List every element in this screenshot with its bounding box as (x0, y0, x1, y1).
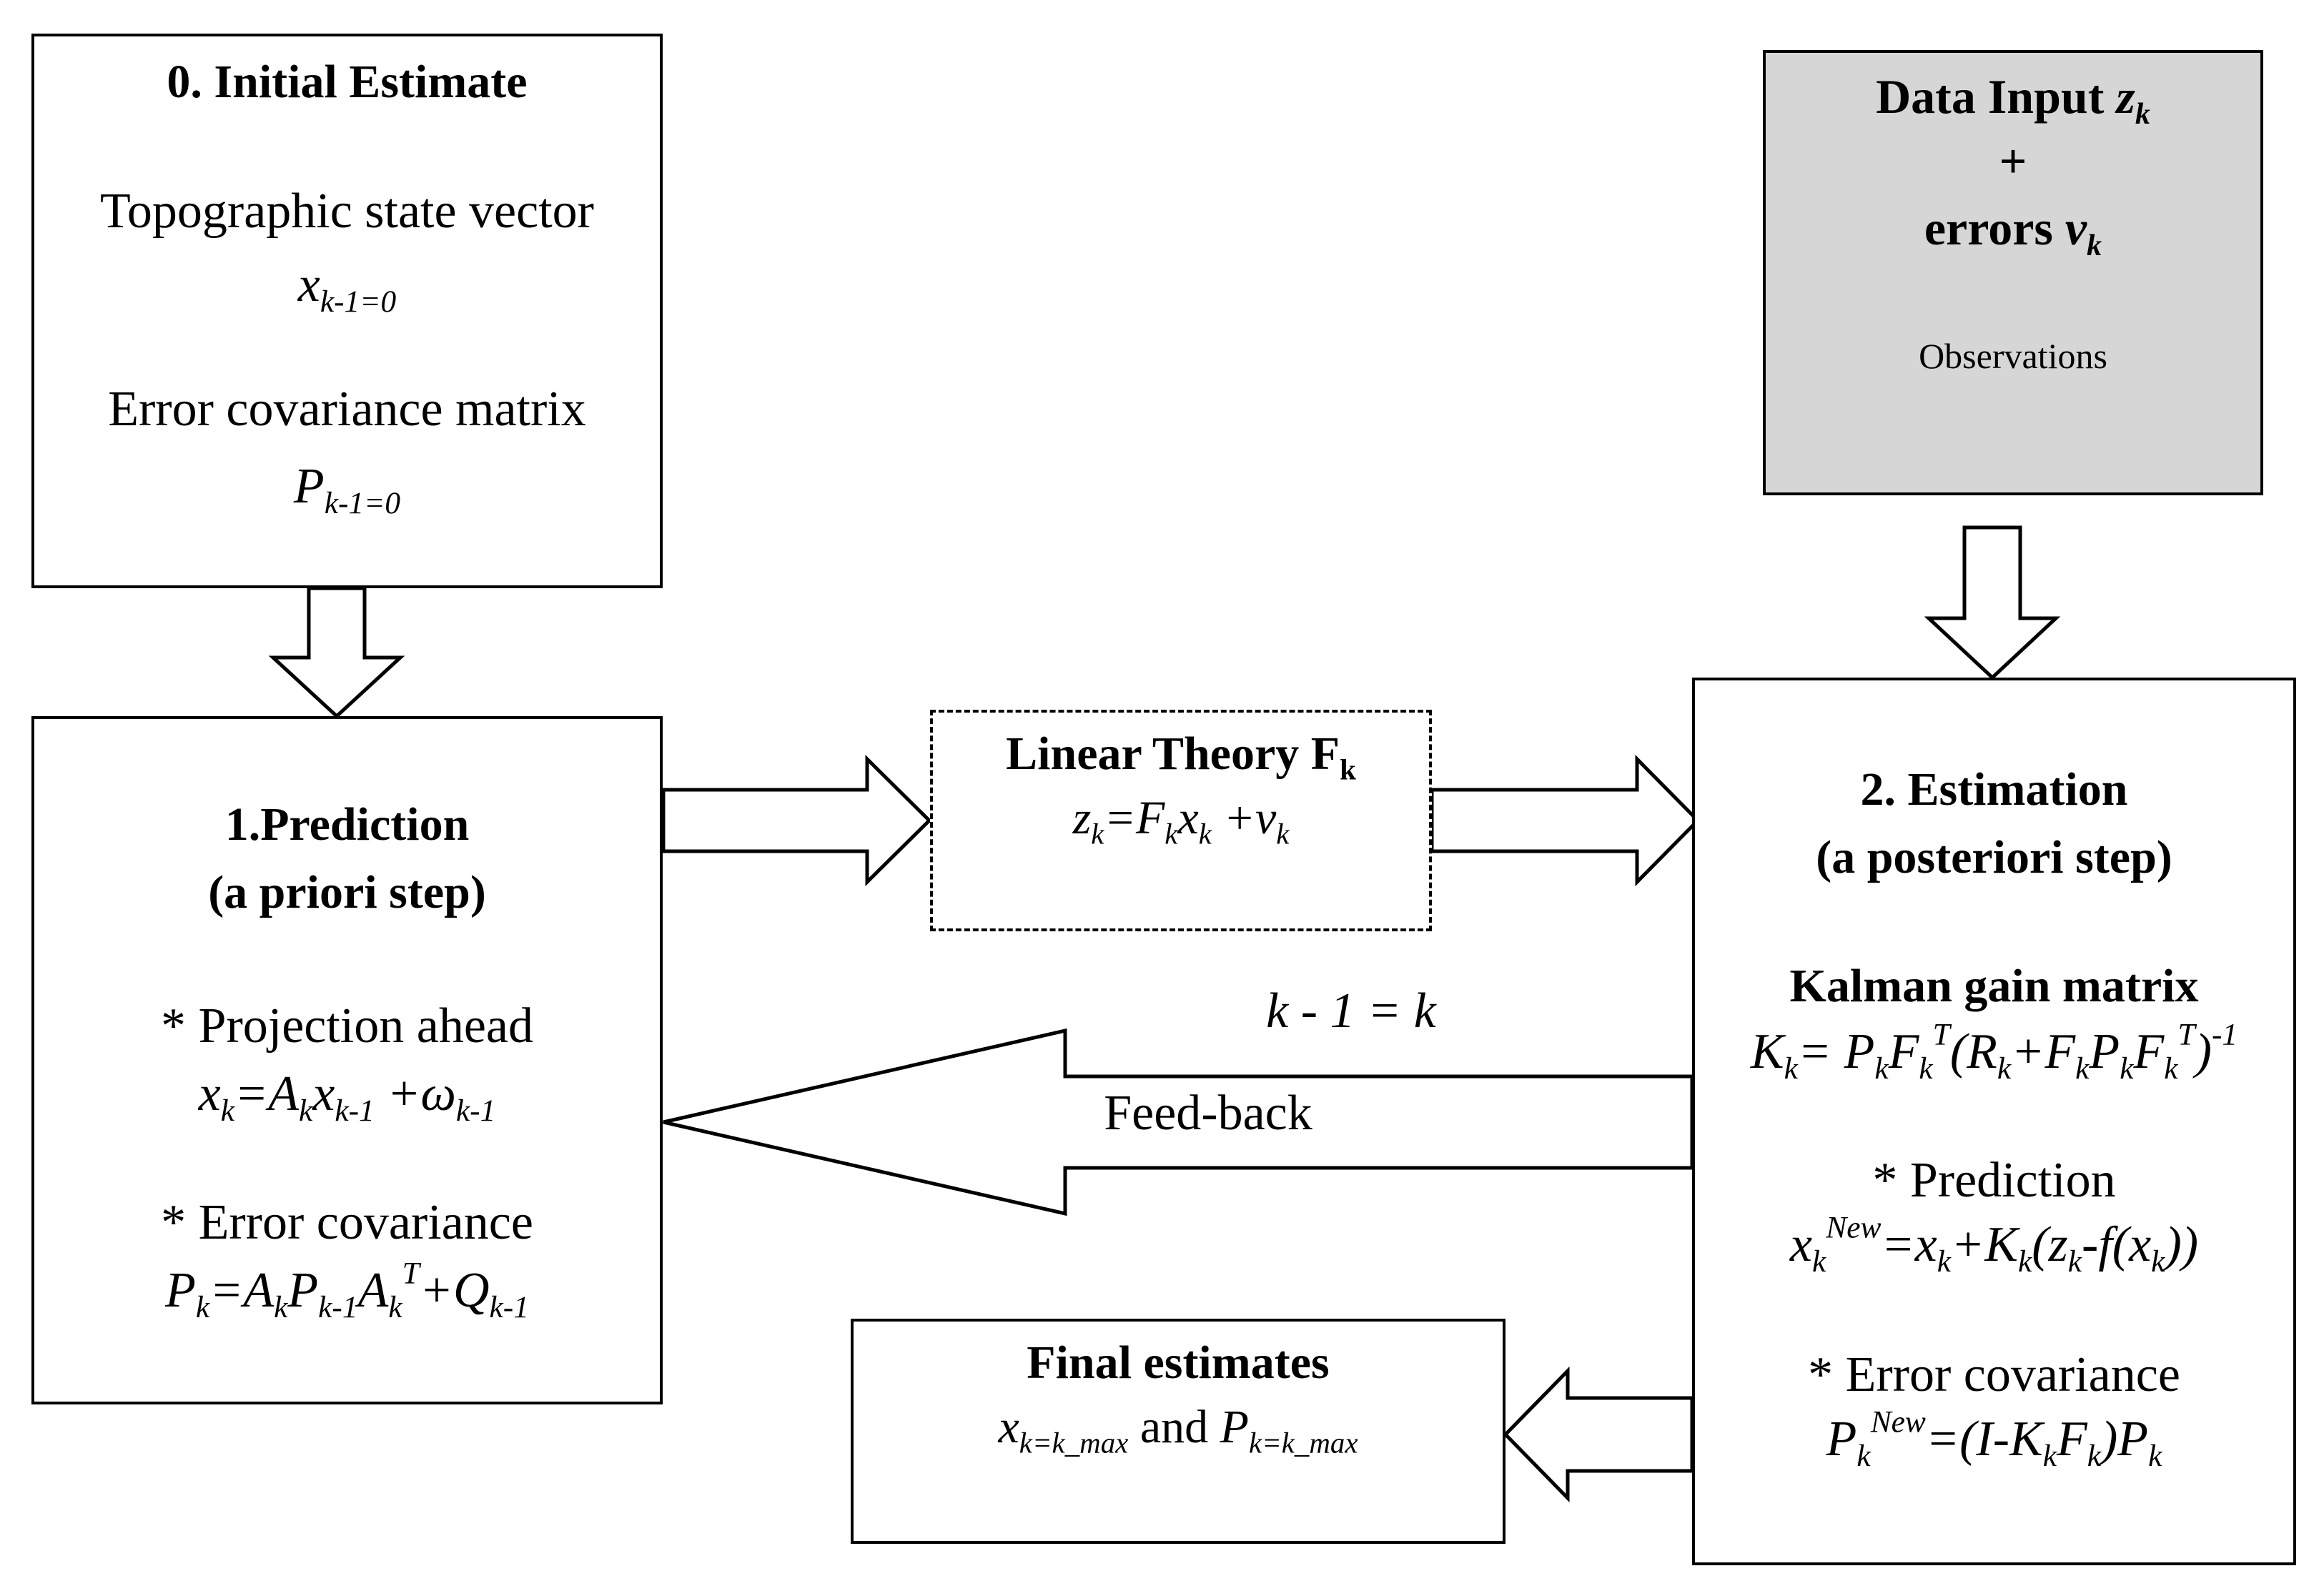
posterior-covariance-label: * Error covariance (1808, 1347, 2180, 1402)
observations-caption: Observations (1919, 336, 2107, 376)
feedback-label: Feed-back (1104, 1086, 1312, 1141)
state-vector-symbol: xk-1=0 (297, 257, 397, 319)
final-estimates-title: Final estimates (1027, 1337, 1330, 1389)
covariance-matrix-symbol: Pk-1=0 (293, 459, 401, 521)
errors-label: errors νk (1924, 201, 2102, 262)
prediction-title: 1.Prediction (224, 798, 470, 851)
kalman-gain-equation: Kk= PkFkT(Rk+FkPkFkT)-1 (1750, 1017, 2238, 1086)
measurement-equation: zk=Fkxk +νk (1072, 792, 1290, 851)
initial-estimate-box: 0. Initial Estimate Topographic state ve… (31, 34, 663, 588)
arrow-feedback (663, 1028, 1694, 1216)
linear-theory-box: Linear Theory Fk zk=Fkxk +νk (930, 710, 1432, 931)
estimation-subtitle: (a posteriori step) (1816, 831, 2172, 883)
initial-estimate-title: 0. Initial Estimate (167, 56, 528, 108)
state-update-equation: xkNew=xk+Kk(zk-f(xk)) (1789, 1210, 2199, 1279)
state-vector-label: Topographic state vector (100, 184, 594, 239)
data-input-title: Data Input zk (1876, 69, 2150, 131)
data-input-box: Data Input zk + errors νk Observations (1763, 50, 2263, 495)
kalman-gain-label: Kalman gain matrix (1789, 960, 2199, 1012)
arrow-estimation-to-final (1503, 1366, 1694, 1503)
covariance-update-equation: PkNew=(I-KkFk)Pk (1826, 1404, 2162, 1474)
projection-equation: xk=Akxk-1 +ωk-1 (198, 1066, 496, 1129)
estimation-box: 2. Estimation (a posteriori step) Kalman… (1692, 678, 2296, 1565)
arrow-linear-theory-to-estimation (1430, 754, 1701, 887)
prediction-subtitle: (a priori step) (208, 866, 486, 918)
state-prediction-label: * Prediction (1872, 1153, 2116, 1208)
final-estimates-box: Final estimates xk=k_max and Pk=k_max (851, 1319, 1505, 1544)
covariance-matrix-label: Error covariance matrix (108, 382, 586, 437)
error-covariance-label: * Error covariance (161, 1195, 533, 1250)
final-estimates-symbols: xk=k_max and Pk=k_max (998, 1401, 1358, 1459)
estimation-title: 2. Estimation (1860, 763, 2128, 816)
projection-ahead-label: * Projection ahead (161, 998, 533, 1054)
arrow-data-to-estimation (1924, 525, 2061, 680)
iteration-label: k - 1 = k (1266, 983, 1436, 1039)
plus-sign: + (1999, 134, 2027, 188)
arrow-prediction-to-linear-theory (661, 755, 932, 886)
prediction-box: 1.Prediction (a priori step) * Projectio… (31, 716, 663, 1404)
error-covariance-equation: Pk=AkPk-1AkT+Qk-1 (165, 1256, 529, 1325)
arrow-initial-to-prediction (268, 586, 405, 719)
linear-theory-title: Linear Theory Fk (1006, 728, 1356, 786)
